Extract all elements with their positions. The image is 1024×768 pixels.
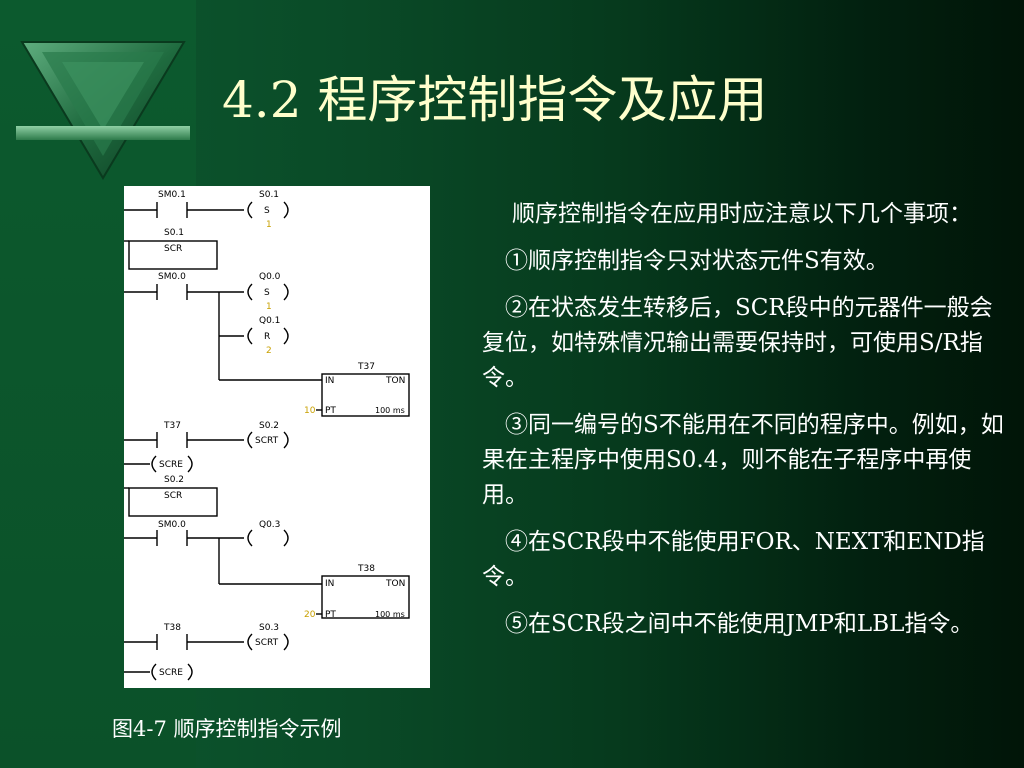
- ladder-label: S: [264, 288, 270, 298]
- note-paragraph: ①顺序控制指令只对状态元件S有效。: [505, 248, 889, 274]
- ladder-label: 2: [266, 346, 272, 356]
- note-paragraph: 顺序控制指令在应用时应注意以下几个事项：: [512, 201, 972, 227]
- slide-title: 4.2 程序控制指令及应用: [222, 71, 768, 129]
- ladder-label: Q0.3: [259, 520, 280, 530]
- note-paragraph: ④在SCR段中不能使用FOR、NEXT和END指令。: [482, 529, 985, 590]
- ladder-label: PT: [325, 610, 336, 620]
- ladder-label: 100 ms: [375, 406, 405, 415]
- ladder-label: Q0.0: [259, 272, 281, 282]
- note-paragraph: ③同一编号的S不能用在不同的程序中。例如，如果在主程序中使用S0.4，则不能在子…: [482, 412, 1004, 508]
- ladder-label: 10: [304, 406, 316, 416]
- figure-caption: 图4-7 顺序控制指令示例: [112, 717, 342, 741]
- ladder-label: 1: [266, 302, 272, 312]
- ladder-label: T38: [163, 623, 181, 633]
- ladder-label: IN: [325, 579, 334, 589]
- ladder-label: T37: [357, 362, 375, 372]
- ladder-label: S0.2: [259, 421, 279, 431]
- note-paragraph: ②在状态发生转移后，SCR段中的元器件一般会复位，如特殊情况输出需要保持时，可使…: [482, 295, 993, 391]
- ladder-label: Q0.1: [259, 316, 280, 326]
- ladder-label: S0.1: [164, 228, 184, 238]
- ladder-label: SCRT: [255, 436, 279, 446]
- ladder-label: T37: [163, 421, 181, 431]
- notes-text: 顺序控制指令在应用时应注意以下几个事项： ①顺序控制指令只对状态元件S有效。 ②…: [482, 197, 1007, 654]
- ladder-label: T38: [357, 564, 375, 574]
- triangle-logo-icon: [16, 41, 190, 180]
- ladder-label: 100 ms: [375, 610, 405, 619]
- ladder-label: 1: [266, 220, 272, 230]
- ladder-label: SCR: [164, 244, 182, 254]
- ladder-label: PT: [325, 406, 336, 416]
- ladder-label: TON: [385, 579, 405, 589]
- ladder-label: SCRT: [255, 638, 279, 648]
- ladder-label: SM0.0: [158, 272, 186, 282]
- ladder-label: S0.3: [259, 623, 279, 633]
- ladder-label: S: [264, 206, 270, 216]
- ladder-label: SM0.0: [158, 520, 186, 530]
- ladder-label: R: [264, 332, 270, 342]
- ladder-label: 20: [304, 610, 316, 620]
- ladder-label: IN: [325, 376, 334, 386]
- ladder-label: SCR: [164, 491, 182, 501]
- ladder-label: SCRE: [159, 460, 183, 470]
- ladder-label: SCRE: [159, 668, 183, 678]
- ladder-label: TON: [385, 376, 405, 386]
- ladder-label: SM0.1: [158, 190, 186, 200]
- note-paragraph: ⑤在SCR段之间中不能使用JMP和LBL指令。: [505, 611, 974, 637]
- ladder-label: S0.1: [259, 190, 279, 200]
- ladder-label: S0.2: [164, 475, 184, 485]
- ladder-diagram: SM0.1 S0.1 S 1 S0.1 SCR SM0.0 Q0.0 S 1 Q…: [124, 186, 430, 688]
